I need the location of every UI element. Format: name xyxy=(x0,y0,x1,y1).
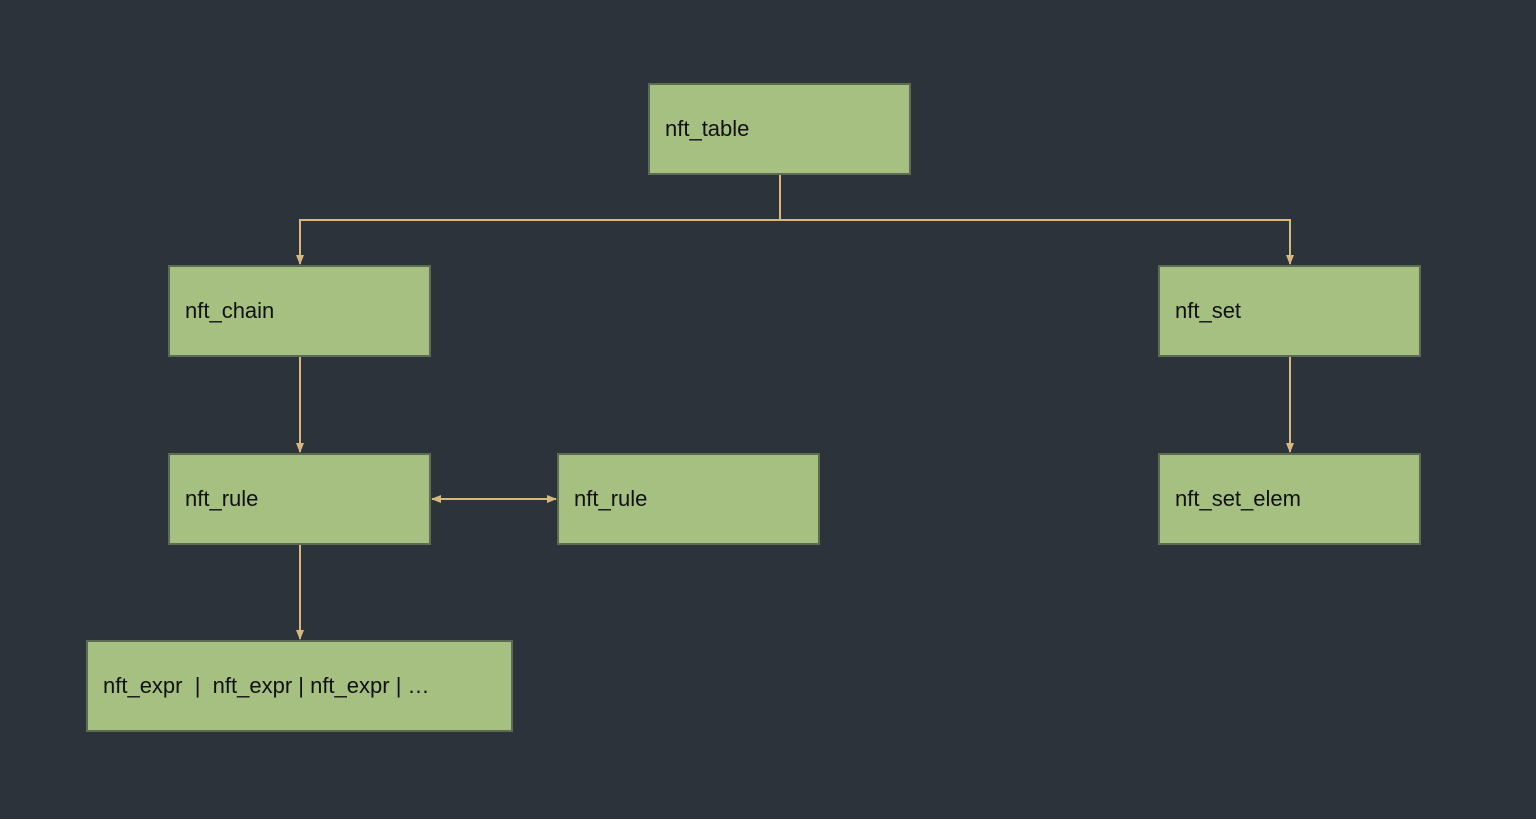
node-nft-set: nft_set xyxy=(1158,265,1421,357)
node-nft-set-elem: nft_set_elem xyxy=(1158,453,1421,545)
node-label: nft_chain xyxy=(185,298,275,323)
node-label: nft_table xyxy=(665,116,750,141)
edge-table-to-set xyxy=(780,219,1294,265)
node-nft-expr-list: nft_expr | nft_expr | nft_expr | … xyxy=(86,640,513,732)
node-label: nft_expr | nft_expr | nft_expr | … xyxy=(103,673,430,698)
node-nft-table: nft_table xyxy=(648,83,911,175)
node-nft-rule-2: nft_rule xyxy=(557,453,820,545)
node-label: nft_set xyxy=(1175,298,1242,323)
node-nft-chain: nft_chain xyxy=(168,265,431,357)
node-label: nft_rule xyxy=(185,486,259,511)
node-label: nft_set_elem xyxy=(1175,486,1301,511)
node-nft-rule-1: nft_rule xyxy=(168,453,431,545)
node-label: nft_rule xyxy=(574,486,648,511)
edge-table-to-chain xyxy=(296,219,780,265)
